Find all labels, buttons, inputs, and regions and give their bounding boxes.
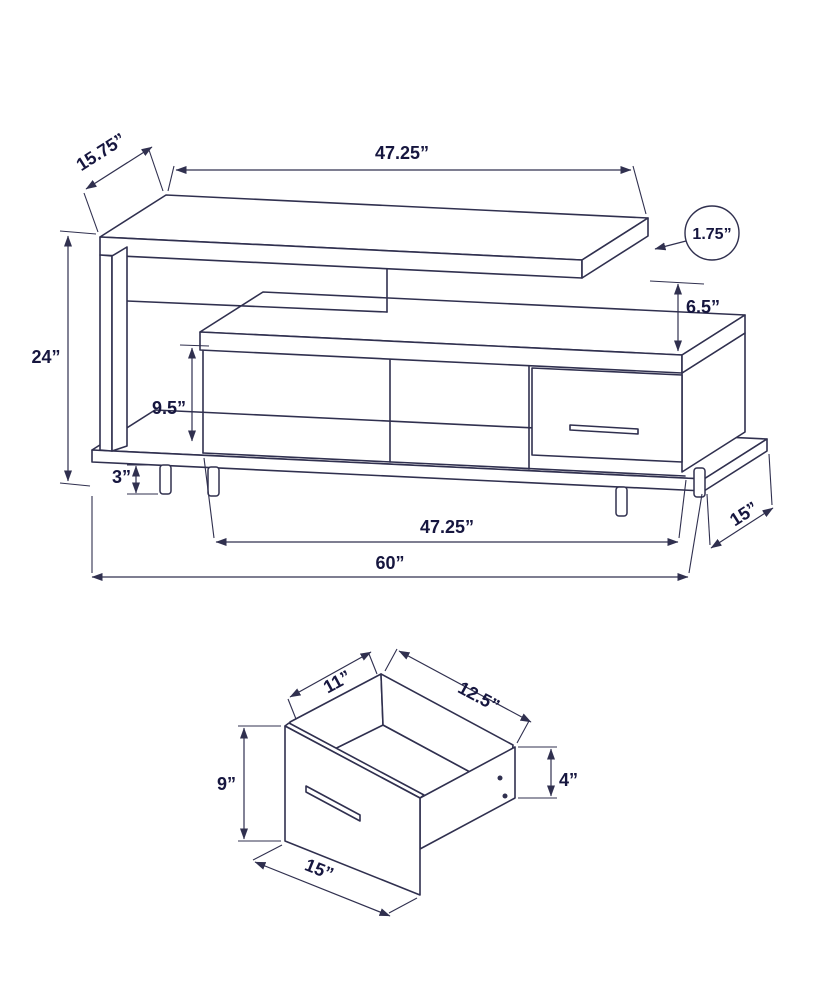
dim-side-height: 4” — [518, 746, 578, 799]
dim-shelf-gap: 6.5” — [649, 280, 720, 352]
dim-line — [254, 861, 391, 917]
cabinet-width-label: 47.25” — [420, 517, 474, 537]
front-left-leg — [159, 464, 172, 495]
shelf-right-face — [581, 217, 649, 279]
ext-line — [768, 453, 773, 506]
overall-width-label: 60” — [375, 553, 404, 573]
screw-hole-dot — [497, 775, 503, 781]
drawer-handle — [569, 424, 639, 435]
panel-front-face — [99, 254, 113, 452]
ext-line — [688, 493, 703, 574]
cabinet-top-right-strip — [681, 314, 746, 374]
top-shelf — [99, 194, 649, 279]
ext-line — [287, 698, 297, 720]
ext-line — [59, 482, 91, 487]
ext-line — [167, 165, 175, 192]
ext-line — [516, 720, 530, 744]
tv-stand-drawing: 15.75” 47.25” 1.75” 6.5” 24” 9. — [31, 129, 774, 581]
ext-line — [649, 280, 705, 285]
drawer-drawing: 9” 15” 11” 12.5” 4” — [217, 648, 578, 917]
dim-shelf-thickness: 1.75” — [654, 205, 740, 261]
dim-line — [398, 650, 532, 723]
ext-line — [368, 653, 378, 675]
dim-line — [85, 146, 153, 190]
dim-overall-height: 24” — [31, 230, 97, 487]
back-panel-top-edge — [126, 300, 388, 313]
dim-front-width: 15” — [252, 844, 418, 917]
ext-line — [83, 192, 99, 233]
leg-height-label: 3” — [112, 467, 131, 487]
top-width-label: 47.25” — [375, 143, 429, 163]
dim-front-height: 9” — [217, 725, 281, 842]
mid-left-leg — [207, 466, 220, 497]
overall-height-label: 24” — [31, 347, 60, 367]
dim-opening-height: 9.5” — [152, 344, 210, 442]
lower-cabinet — [126, 268, 746, 477]
left-side-panel — [99, 246, 128, 452]
screw-hole-dot — [502, 793, 508, 799]
panel-inner-face — [111, 246, 128, 452]
dim-leg-height: 3” — [112, 464, 158, 495]
dim-cabinet-width: 47.25” — [203, 457, 687, 546]
dim-top-width: 47.25” — [167, 143, 647, 215]
opening-height-label: 9.5” — [152, 398, 186, 418]
ext-line — [179, 344, 210, 347]
legs — [159, 464, 706, 517]
shelf-gap-label: 6.5” — [686, 297, 720, 317]
ext-line — [632, 165, 647, 215]
dim-line — [289, 651, 372, 698]
ext-line — [203, 457, 215, 539]
ext-line — [388, 897, 418, 914]
front-right-leg — [615, 486, 628, 517]
back-right-leg — [693, 467, 706, 498]
drawer-box — [284, 673, 516, 896]
interior-width-label: 12.5” — [455, 677, 503, 715]
ext-line — [384, 648, 398, 672]
side-height-label: 4” — [559, 770, 578, 790]
drawer-handle — [305, 785, 361, 822]
side-depth-label: 15” — [726, 498, 761, 530]
dim-overall-width: 60” — [91, 493, 703, 581]
ext-line — [59, 230, 97, 235]
drawer-front-panel — [531, 367, 683, 463]
ext-line — [148, 149, 164, 192]
front-height-label: 9” — [217, 774, 236, 794]
ext-line — [252, 844, 283, 861]
callout-circle — [684, 205, 740, 261]
shelf-thickness-label: 1.75” — [692, 226, 731, 243]
base-platform — [91, 409, 768, 492]
leader-line — [654, 240, 687, 251]
ext-line — [678, 479, 687, 539]
dim-line — [710, 507, 774, 549]
top-depth-label: 15.75” — [73, 129, 129, 175]
cabinet-bottom-edge — [202, 452, 686, 477]
ext-line — [706, 493, 711, 546]
